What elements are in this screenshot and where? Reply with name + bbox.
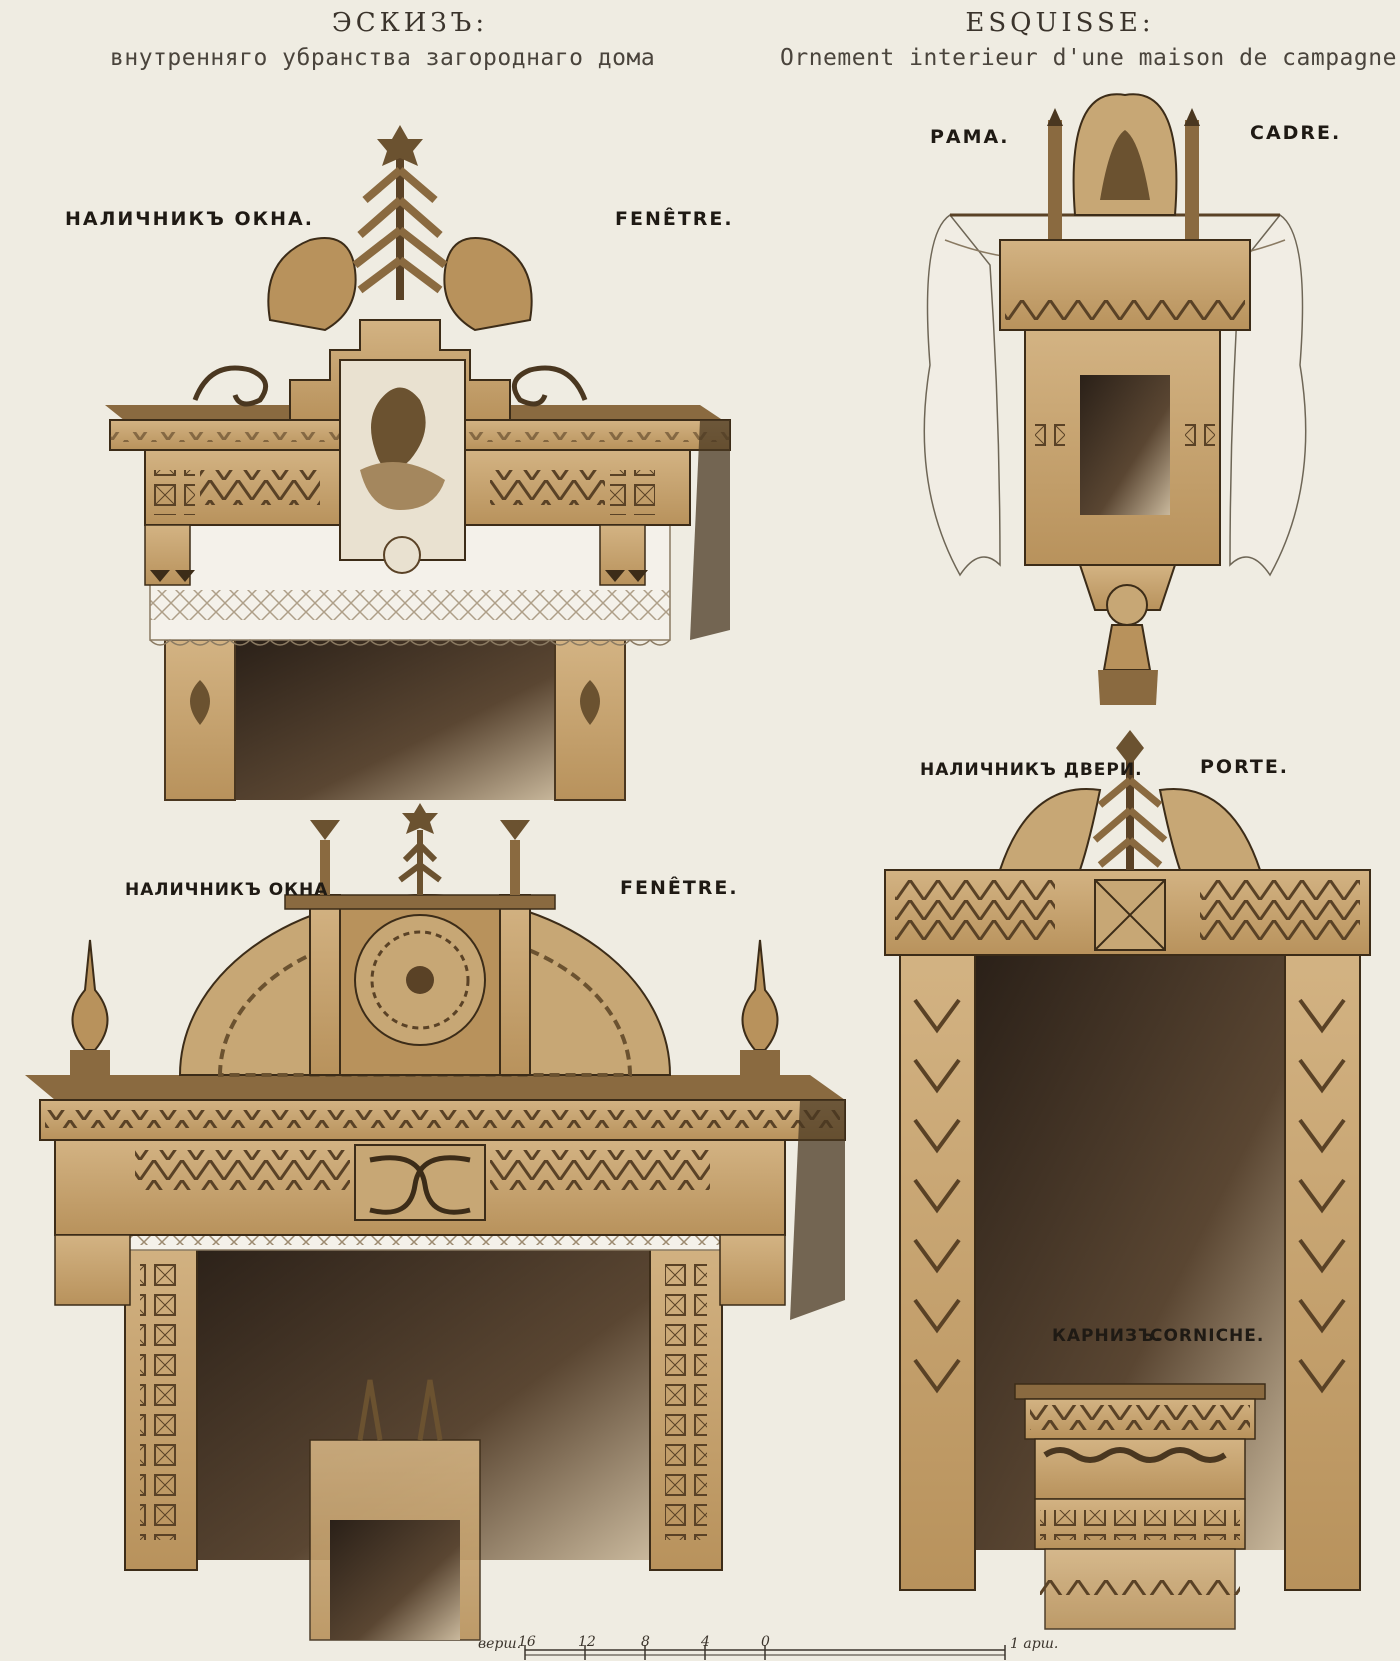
label-cornice-ru: КАРНИЗЪ. xyxy=(1052,1326,1163,1346)
scale-tick-label: 12 xyxy=(578,1634,596,1650)
label-door-ru: НАЛИЧНИКЪ ДВЕРИ. xyxy=(920,760,1143,780)
scale-tick-label: 4 xyxy=(701,1634,710,1650)
window-surround-2 xyxy=(25,803,846,1641)
mirror-frame xyxy=(923,93,1307,705)
label-door-fr: PORTE. xyxy=(1200,756,1290,778)
scale-bar xyxy=(524,1645,1006,1660)
label-window1-ru: НАЛИЧНИКЪ ОКНА. xyxy=(65,208,314,230)
window-surround-1 xyxy=(105,125,731,801)
scale-tick-label: 8 xyxy=(641,1634,650,1650)
russian-title: ЭСКИЗЪ: xyxy=(331,8,489,38)
label-window2-fr: FENÊTRE. xyxy=(620,877,739,899)
label-frame-ru: РАМА. xyxy=(930,126,1010,148)
label-window1-fr: FENÊTRE. xyxy=(615,208,734,230)
cornice-fragment xyxy=(1014,1383,1266,1630)
french-title: ESQUISSE: xyxy=(965,8,1155,38)
russian-subtitle: внутренняго убранства загороднаго дома xyxy=(110,45,656,71)
scale-tick-label: 0 xyxy=(761,1634,770,1650)
scale-unit-left: верш. xyxy=(478,1636,522,1652)
label-cornice-fr: CORNICHE. xyxy=(1150,1326,1265,1346)
scale-tick-label: 16 xyxy=(518,1634,536,1650)
scale-unit-right: 1 арш. xyxy=(1010,1636,1059,1652)
french-subtitle: Ornement interieur d'une maison de campa… xyxy=(780,45,1397,71)
label-frame-fr: CADRE. xyxy=(1250,122,1342,144)
label-window2-ru: НАЛИЧНИКЪ ОКНА xyxy=(125,880,329,900)
